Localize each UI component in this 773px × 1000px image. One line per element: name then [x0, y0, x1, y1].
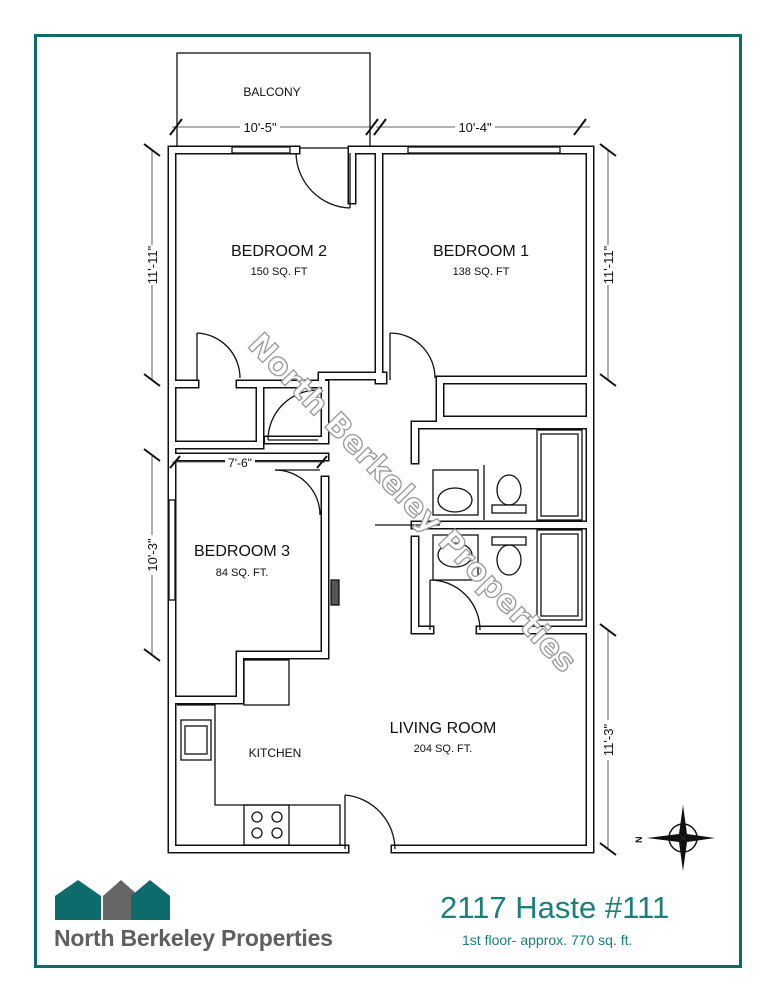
dim-right-upper: 11'-11" — [601, 245, 616, 284]
living-room-label: LIVING ROOM — [390, 720, 497, 737]
floor-info: 1st floor- approx. 770 sq. ft. — [462, 932, 633, 948]
dim-right-lower: 11'-3" — [601, 724, 616, 757]
sink — [180, 719, 212, 761]
bathroom-fixtures — [432, 429, 583, 621]
company-logo-icon — [55, 880, 170, 920]
stove — [243, 804, 290, 846]
dim-top-right: 10'-4" — [458, 120, 492, 135]
dim-left-lower: 10'-3" — [145, 538, 160, 572]
bedroom1-label: BEDROOM 1 — [433, 243, 529, 260]
kitchen-counters — [177, 579, 341, 846]
bedroom3-area: 84 SQ. FT. — [216, 567, 269, 579]
living-room-area: 204 SQ. FT. — [414, 743, 473, 755]
balcony-label: BALCONY — [243, 85, 300, 99]
bedroom2-area: 150 SQ. FT — [251, 266, 308, 278]
company-name: North Berkeley Properties — [54, 925, 333, 951]
dim-top-left: 10'-5" — [243, 120, 277, 135]
window — [407, 146, 561, 154]
dim-left-upper: 11'-11" — [145, 245, 160, 284]
dimension-lines: 10'-5" 10'-4" 11'-11" 11'-11" 10'-3" 7'-… — [143, 117, 617, 856]
window — [231, 146, 291, 154]
window — [168, 499, 176, 601]
kitchen-label: KITCHEN — [249, 746, 302, 760]
bedroom3-label: BEDROOM 3 — [194, 543, 290, 560]
compass-icon: N — [634, 805, 715, 871]
compass-north-label: N — [634, 837, 644, 844]
bedroom2-label: BEDROOM 2 — [231, 243, 327, 260]
page-border — [34, 34, 742, 968]
bedroom1-area: 138 SQ. FT — [453, 266, 510, 278]
property-address: 2117 Haste #111 — [440, 890, 670, 925]
dim-bedroom3-width: 7'-6" — [228, 456, 252, 470]
doors — [196, 152, 481, 850]
